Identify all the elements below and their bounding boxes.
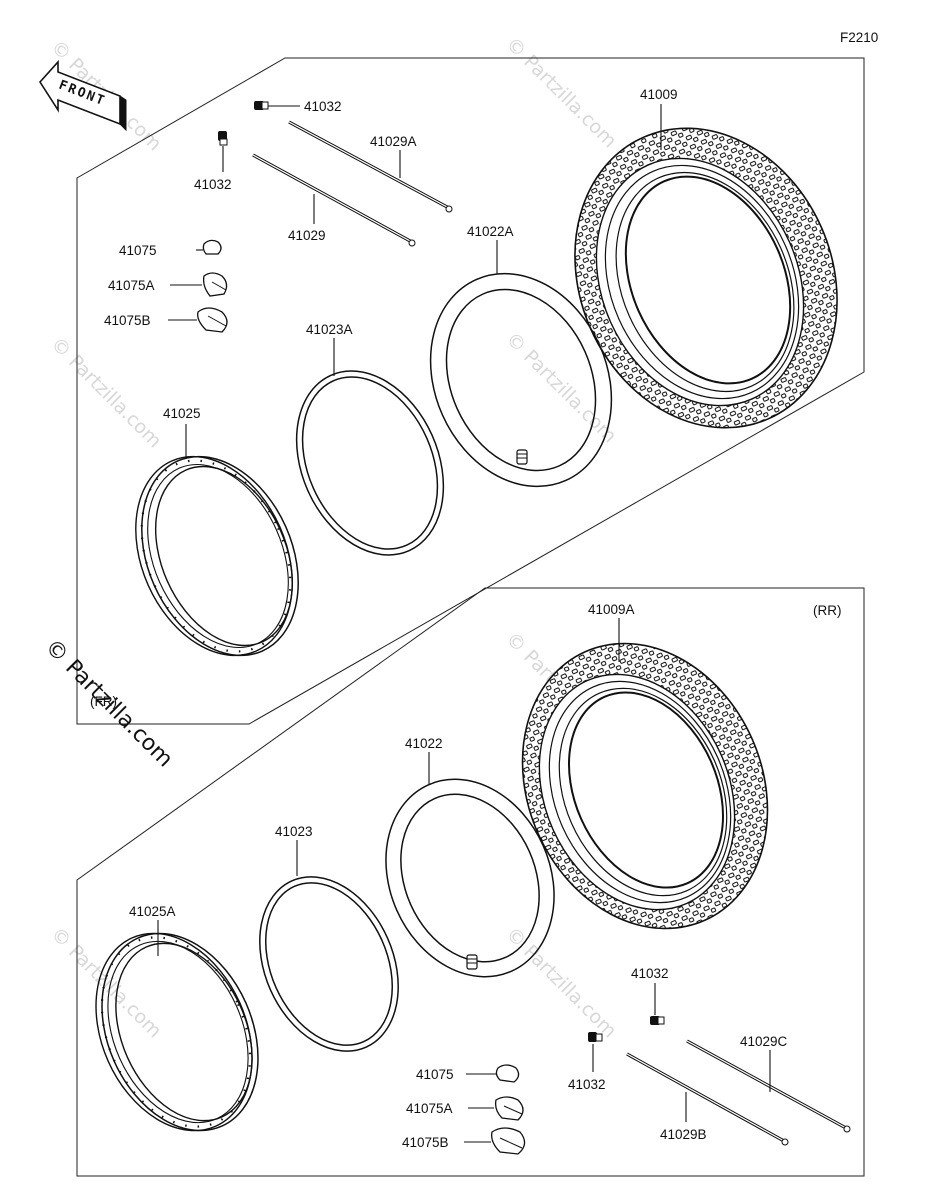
watermark-text: © Partzilla.com [40,635,178,773]
front-spoke-a [288,120,453,213]
front-tube [429,272,613,488]
front-arrow-icon: FRONT [38,59,127,132]
nipple-icon [254,101,269,110]
cap-icon [495,1064,520,1083]
rear-spoke-c [686,1039,851,1133]
front-panel-outline [76,57,865,725]
watermark-layer: © Partzilla.com © Partzilla.com © Partzi… [46,33,620,1042]
watermark-text: © Partzilla.com [46,333,165,452]
part-label-front-cap-b: 41075B [104,313,151,328]
watermark-text: © Partzilla.com [501,33,620,152]
part-label-rear-cap: 41075 [416,1067,454,1082]
part-label-front-rim-band: 41023A [306,322,353,337]
valve-icon [466,954,478,970]
rear-panel-outline [76,587,865,1177]
part-label-front-cap-a: 41075A [108,278,155,293]
part-label-front-spoke: 41029 [288,228,326,243]
part-label-rear-tube: 41022 [405,736,443,751]
nipple-icon [588,1032,603,1042]
rear-tire [521,642,769,930]
part-label-front-nipple-left: 41032 [194,177,232,192]
part-label-front-tire: 41009 [640,87,678,102]
part-label-rear-tire: 41009A [588,602,635,617]
rear-tube [385,778,555,978]
cap-icon [202,272,228,297]
cap-icon [197,307,228,333]
part-label-rear-rim-band: 41023 [275,824,313,839]
part-label-rear-nipple-top: 41032 [631,966,669,981]
cap-icon [494,1096,524,1121]
rear-section-tag: (RR) [813,603,842,618]
rear-rim-band [259,876,399,1052]
rear-rim [95,932,259,1132]
part-label-front-rim: 41025 [163,406,201,421]
cap-icon [202,239,222,255]
front-spoke [252,153,416,247]
nipple-icon [650,1016,665,1025]
cap-icon [491,1127,526,1155]
part-label-front-spoke-a: 41029A [370,134,417,149]
front-rim-band [295,370,445,556]
part-label-rear-spoke-b: 41029B [660,1127,707,1142]
rear-spoke-b [626,1052,789,1146]
part-label-rear-cap-b: 41075B [402,1135,449,1150]
part-label-rear-spoke-c: 41029C [740,1034,788,1049]
watermark-text: © Partzilla.com [501,923,620,1042]
watermark-text: © Partzilla.com [46,923,165,1042]
part-label-rear-rim: 41025A [129,904,176,919]
nipple-icon [218,131,228,146]
valve-icon [516,449,528,465]
part-label-front-cap: 41075 [119,243,157,258]
part-label-rear-cap-a: 41075A [406,1101,453,1116]
front-section-tag: (FR) [90,694,117,709]
front-rim [135,455,299,657]
part-label-front-tube: 41022A [467,224,514,239]
front-tire [574,127,838,429]
figure-code: F2210 [840,30,878,45]
part-label-front-nipple-top: 41032 [304,99,342,114]
part-label-rear-nipple-bottom: 41032 [568,1077,606,1092]
